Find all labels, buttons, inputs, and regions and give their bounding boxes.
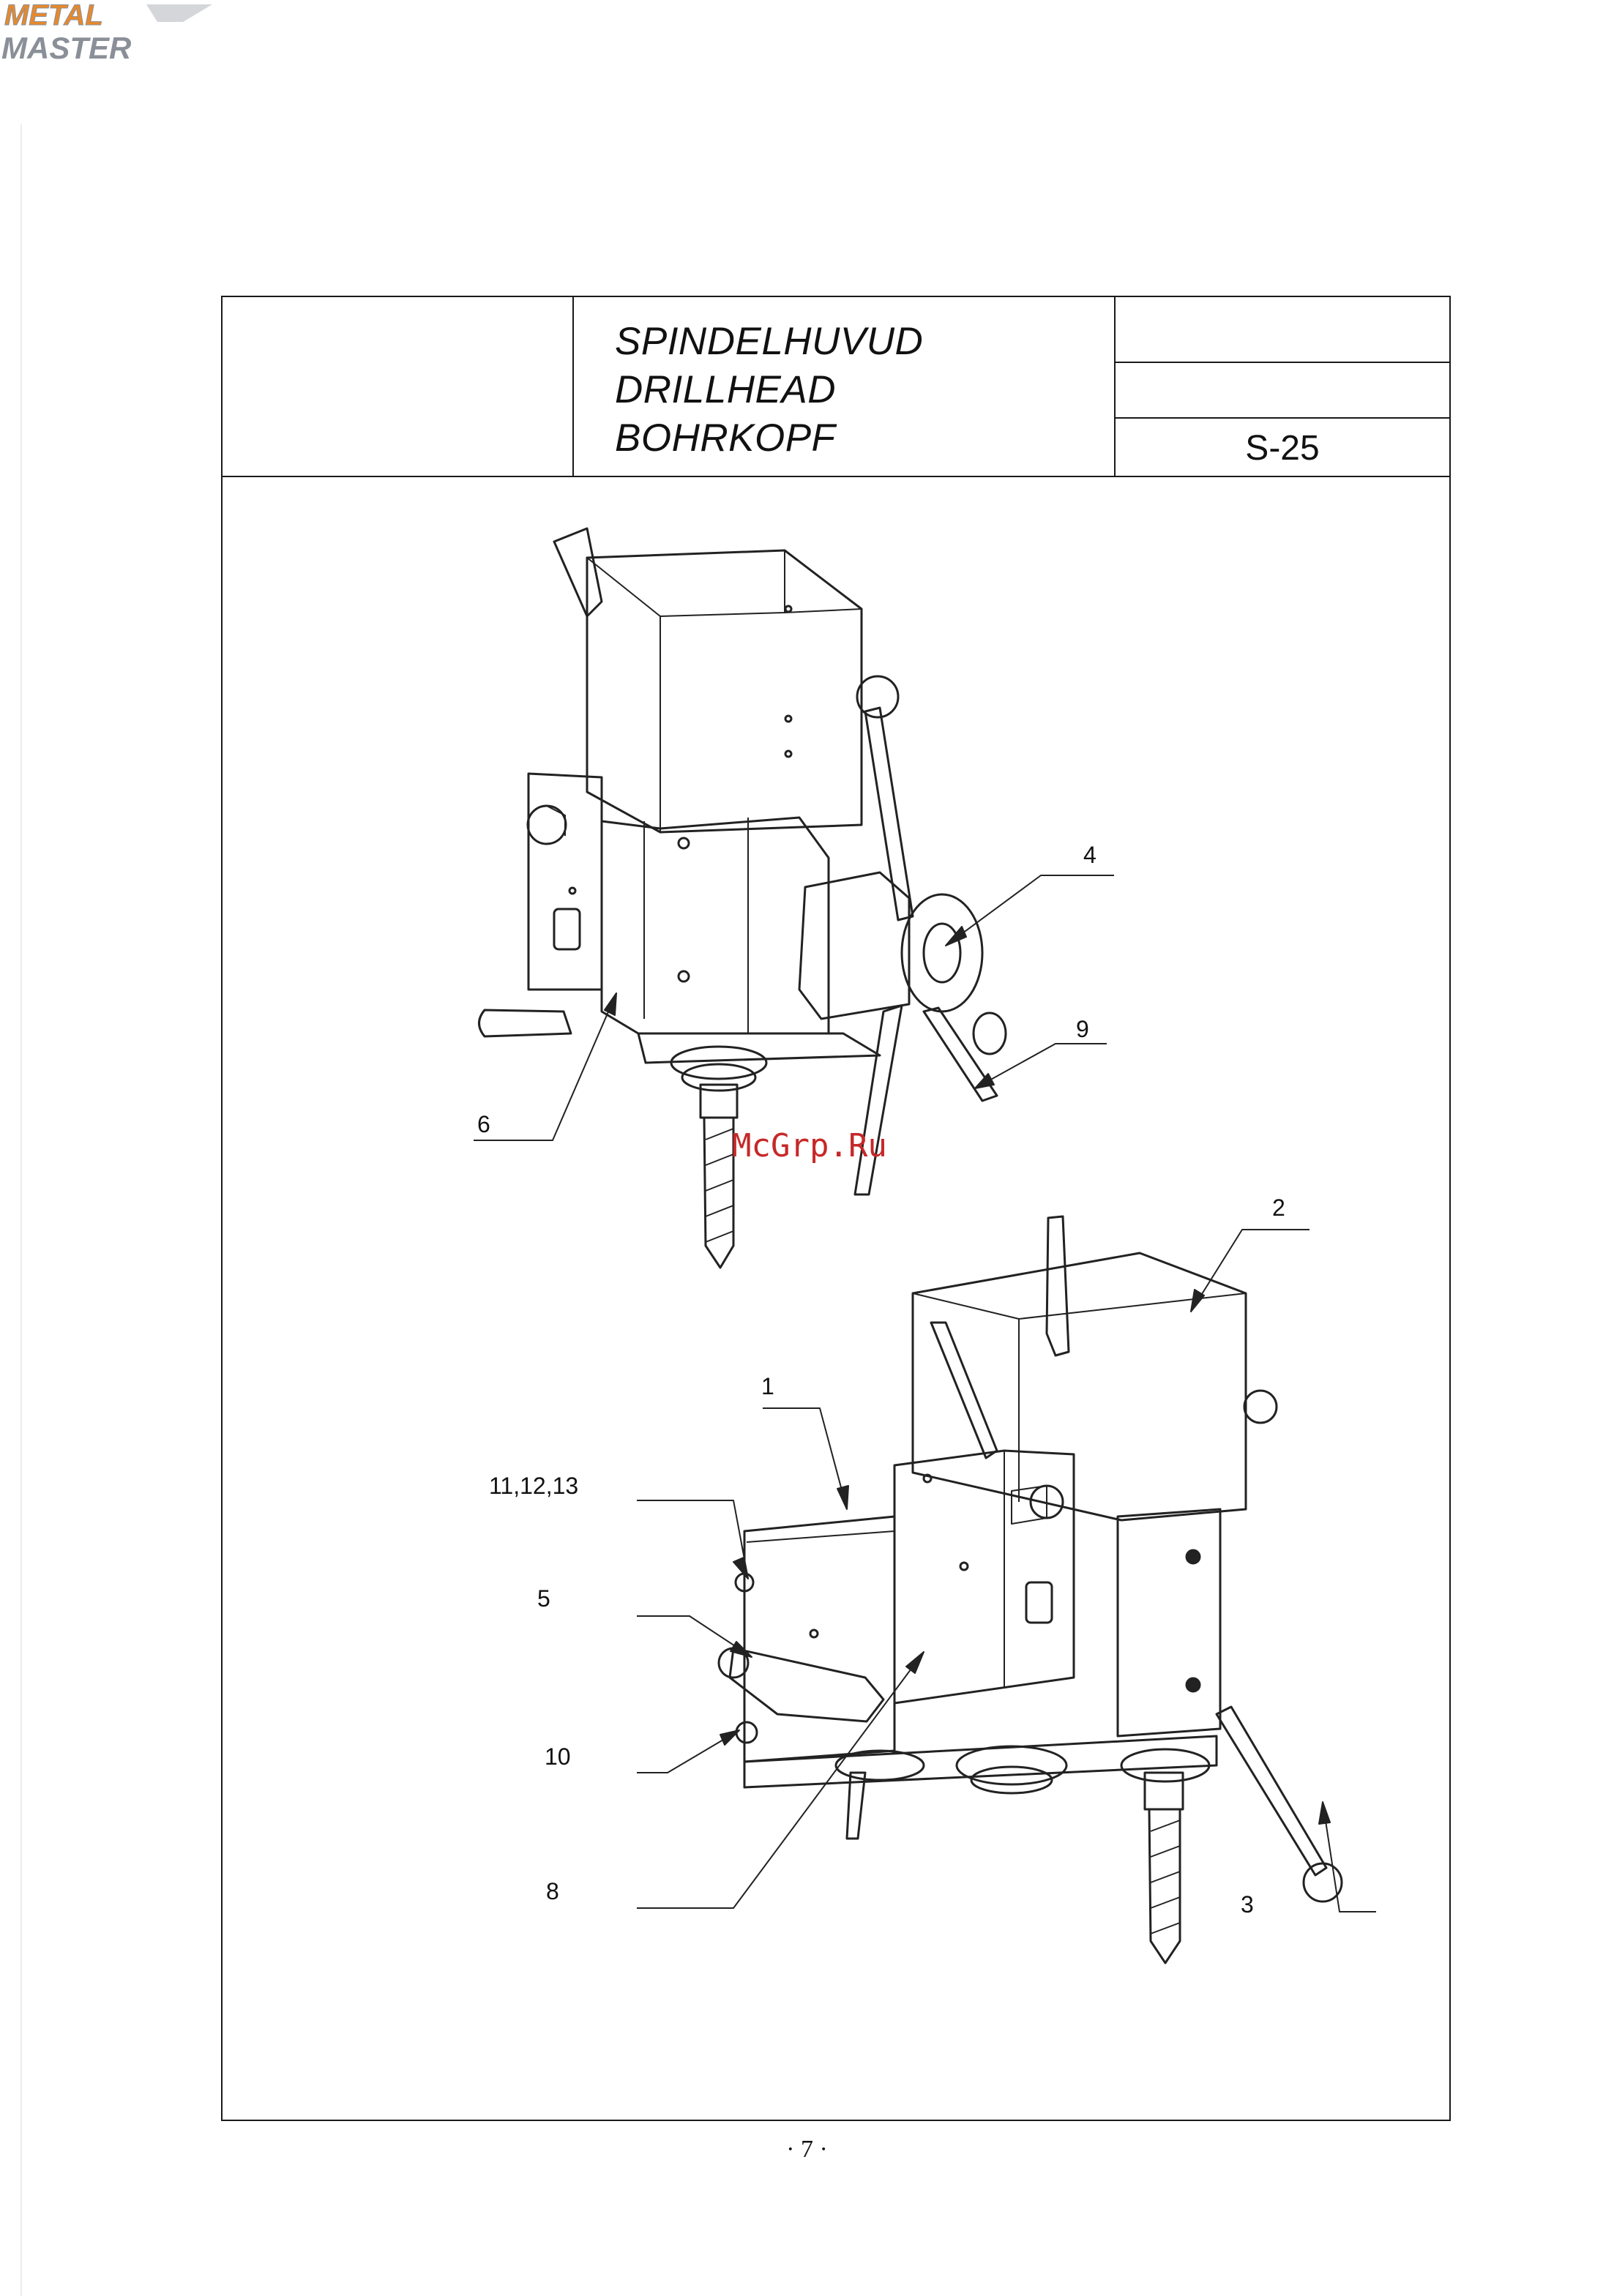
side-fin-lower	[931, 1323, 997, 1458]
feed-hub-upper	[799, 872, 909, 1019]
title-swedish: SPINDELHUVUD	[615, 319, 923, 364]
base-plate-upper	[638, 1033, 880, 1063]
title-block-divider-left	[572, 296, 574, 477]
feed-lever-lower	[1217, 1707, 1326, 1875]
code-box-rule-1	[1114, 362, 1451, 363]
motor-housing-upper	[587, 550, 862, 832]
callout-9: 9	[1076, 1016, 1089, 1043]
spindle-block-upper	[602, 818, 829, 1033]
drill-bit-upper	[704, 1118, 733, 1268]
code-box-rule-2	[1114, 417, 1451, 419]
column-block-lower	[1118, 1509, 1220, 1736]
upper-knob-icon	[528, 806, 566, 844]
rear-lever	[554, 528, 602, 616]
title-german: BOHRKOPF	[615, 416, 835, 460]
callout-3: 3	[1241, 1891, 1254, 1918]
quick-adjust-handle	[730, 1648, 883, 1721]
brand-logo: METAL MASTER	[0, 0, 220, 66]
chuck-lower-left	[957, 1746, 1066, 1784]
drawing-code: S-25	[1114, 428, 1451, 468]
callout-6: 6	[477, 1111, 490, 1138]
logo-word-metal: METAL	[4, 0, 103, 31]
callout-10: 10	[545, 1743, 571, 1770]
drillhead-illustration	[221, 477, 1451, 2120]
feed-lever-left	[855, 1006, 902, 1194]
callout-leaders	[474, 875, 1376, 1912]
drillhead-lower-view	[719, 1216, 1342, 1963]
watermark-text: McGrp.Ru	[732, 1127, 887, 1164]
drill-bit-lower	[1149, 1809, 1180, 1963]
top-lever-lower	[1047, 1216, 1069, 1355]
page-edge-rule	[20, 124, 22, 2296]
logo-word-master: MASTER	[1, 31, 132, 65]
page-number: · 7 ·	[0, 2136, 1614, 2164]
feed-lever-top	[865, 708, 913, 920]
logo-swoosh-icon	[146, 4, 212, 22]
gear-housing-lower	[744, 1517, 894, 1762]
control-panel-upper	[528, 774, 602, 990]
callout-11-12-13: 11,12,13	[489, 1473, 578, 1500]
title-english: DRILLHEAD	[615, 367, 836, 412]
chuck-upper	[671, 1047, 766, 1079]
callout-5: 5	[537, 1585, 550, 1612]
callout-1: 1	[761, 1373, 774, 1400]
callout-4: 4	[1083, 842, 1096, 869]
feed-lever-ball-top	[857, 676, 898, 717]
callout-8: 8	[546, 1878, 559, 1905]
callout-2: 2	[1272, 1194, 1285, 1222]
upper-left-handle	[479, 1010, 572, 1036]
